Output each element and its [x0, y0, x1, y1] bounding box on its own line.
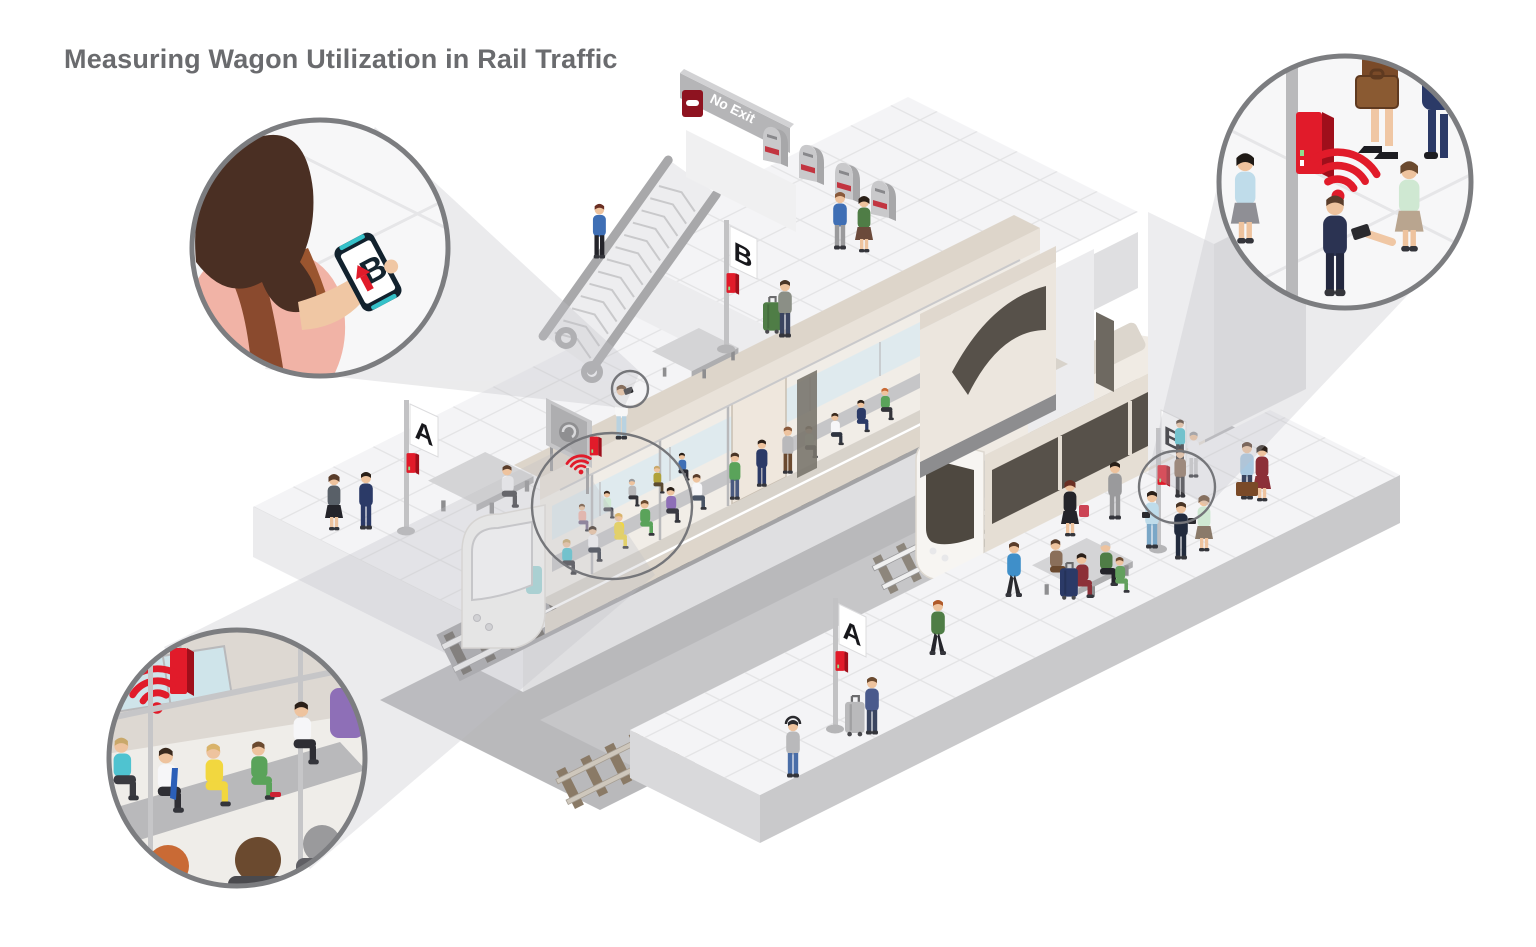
escalator	[538, 155, 721, 383]
sign-platform-a-upper: A	[397, 400, 439, 536]
necktie	[170, 768, 178, 800]
smartphone	[1142, 512, 1150, 518]
handrail-pole	[298, 630, 303, 886]
handrail-pole	[148, 630, 153, 886]
arrow-up-icon	[356, 265, 374, 292]
station-scene: No Exit A	[253, 69, 1400, 843]
page-title: Measuring Wagon Utilization in Rail Traf…	[64, 44, 618, 74]
smartphone	[1351, 224, 1371, 240]
sensor-box-icon	[406, 453, 420, 475]
sensor-pole	[1286, 58, 1298, 308]
person-with-briefcase	[1355, 56, 1399, 159]
smartphone	[623, 386, 634, 395]
woman-hair	[195, 134, 317, 313]
arm	[1364, 230, 1396, 246]
platform-letter: A	[415, 414, 434, 453]
briefcase	[1355, 75, 1399, 109]
turnstile	[763, 126, 788, 167]
highlight-ring-sensor-group	[1137, 449, 1217, 525]
briefcase	[1236, 482, 1258, 496]
suitcase	[761, 295, 782, 335]
headphones-icon	[784, 715, 802, 725]
sensor-box-icon	[835, 651, 849, 673]
smartphone: B	[334, 232, 402, 312]
sensor-box-icon	[726, 273, 740, 295]
highlight-ring-phone	[610, 369, 650, 409]
wagon-sensor-box-icon	[589, 436, 602, 458]
handbag	[1079, 505, 1089, 517]
sign-platform-b-upper: B	[717, 220, 758, 354]
platform-lower	[630, 410, 1400, 843]
handrail-bar	[109, 661, 365, 721]
callout-platform-sensor	[1216, 53, 1474, 311]
highlight-ring-wagon	[530, 431, 694, 581]
callout-passenger-app: B	[189, 117, 451, 379]
sign-platform-a-lower: A	[826, 598, 867, 734]
suitcase	[1058, 561, 1079, 601]
station-map-sign	[546, 398, 592, 494]
platform-people	[325, 280, 1271, 778]
cutaway-train	[461, 215, 1068, 649]
passenger-head	[235, 837, 281, 883]
suitcase	[843, 695, 866, 738]
pillar	[1096, 312, 1114, 392]
platform-letter: B	[734, 236, 753, 275]
platform-letter: A	[843, 614, 862, 653]
